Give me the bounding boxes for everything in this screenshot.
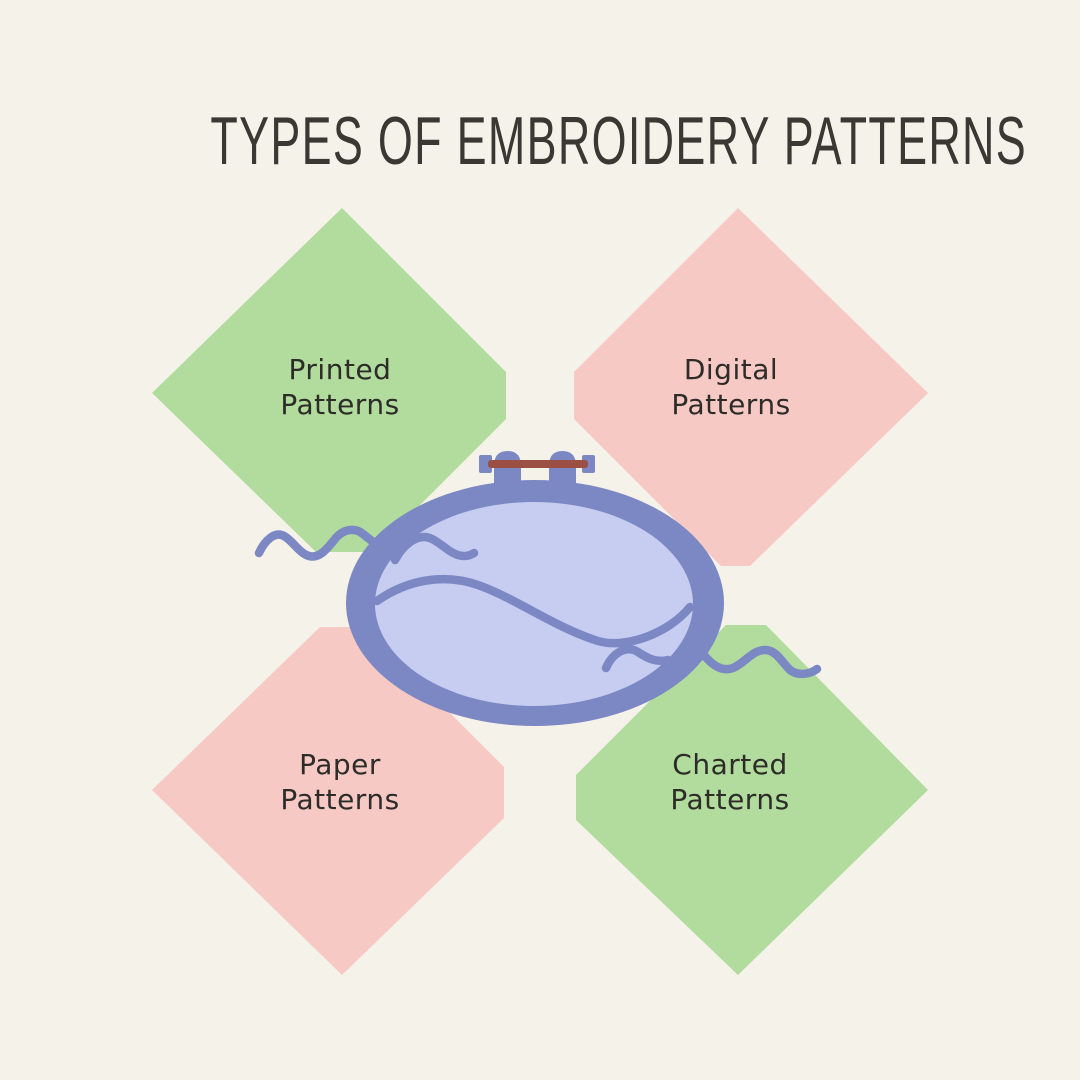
label-line-1: Paper [299, 748, 381, 781]
label-line-1: Digital [683, 353, 779, 386]
diamond-charted-patterns [576, 625, 928, 975]
label-line-1: Printed [288, 353, 392, 386]
label-line-2: Patterns [670, 783, 790, 816]
clamp-screw [488, 460, 588, 468]
thread-tail-left [254, 525, 382, 561]
diamond-digital-patterns [574, 208, 928, 566]
page-title-text: TYPES OF EMBROIDERY PATTERNS [210, 103, 1028, 179]
clamp-tab-left [479, 455, 492, 473]
hoop-fabric [375, 502, 693, 706]
label-line-2: Patterns [280, 783, 400, 816]
stitch-curve-top-left [390, 532, 479, 565]
diamond-printed-patterns [152, 208, 506, 552]
label-line-2: Patterns [280, 388, 400, 421]
label-charted-patterns: Charted Patterns [600, 747, 860, 817]
label-paper-patterns: Paper Patterns [210, 747, 470, 817]
label-digital-patterns: Digital Patterns [601, 352, 861, 422]
stitch-curve-bottom-right [601, 645, 673, 673]
thread-tail-right [699, 645, 822, 679]
label-line-2: Patterns [671, 388, 791, 421]
page-title: TYPES OF EMBROIDERY PATTERNS [0, 104, 1080, 178]
diamond-paper-patterns [152, 627, 504, 975]
embroidery-hoop-illustration [254, 451, 822, 726]
label-printed-patterns: Printed Patterns [210, 352, 470, 422]
clamp-tab-right [582, 455, 595, 473]
label-line-1: Charted [672, 748, 788, 781]
stitch-curve-middle [372, 574, 695, 648]
